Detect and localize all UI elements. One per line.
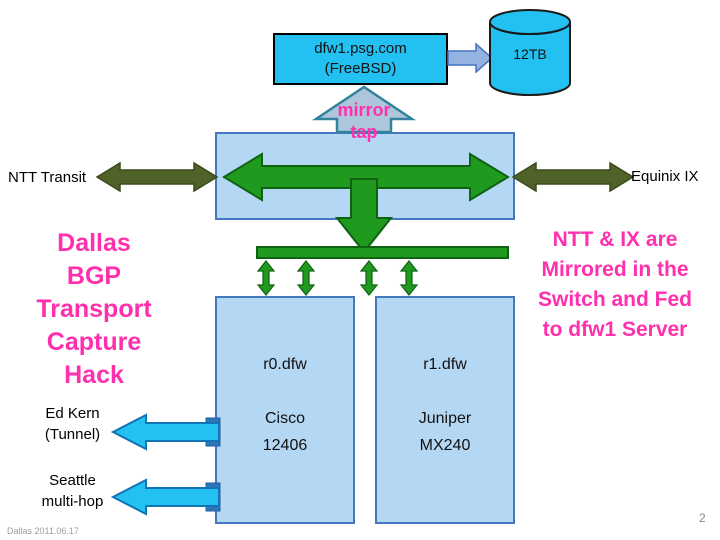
router-vendor: Juniper [418, 410, 472, 427]
page-number: 2 [699, 511, 706, 525]
mirror-tap-label: mirror tap [337, 100, 391, 142]
server-label: dfw1.psg.com (FreeBSD) [314, 40, 407, 77]
router-vendor: Cisco [264, 410, 305, 427]
ed-kern-arrow-icon [110, 413, 220, 451]
ntt-transit-arrow-icon [95, 161, 219, 193]
ed-kern-label: Ed Kern (Tunnel) [44, 405, 101, 443]
slide-footer: Dallas 2011.06.17 [7, 526, 79, 536]
storage-label: 12TB [513, 46, 547, 62]
seattle-label: Seattle multi-hop [41, 472, 104, 510]
ntt-transit-label: NTT Transit [8, 169, 87, 186]
seattle-arrow-icon [110, 478, 220, 516]
storage-cylinder-top-icon [489, 9, 571, 35]
annotation-note: NTT & IX are Mirrored in the Switch and … [537, 228, 692, 341]
router-node-r1: r1.dfw Juniper MX240 [375, 296, 515, 524]
uplink-arrow-2 [296, 260, 316, 296]
router-node-r0: r0.dfw Cisco 12406 [215, 296, 355, 524]
switch-node [215, 132, 515, 220]
uplink-arrow-1 [256, 260, 276, 296]
server-node: dfw1.psg.com (FreeBSD) [273, 33, 448, 85]
equinix-ix-arrow-icon [511, 161, 635, 193]
slide-title: Dallas BGP Transport Capture Hack [36, 229, 152, 389]
router-model: MX240 [419, 437, 471, 454]
router-name: r1.dfw [423, 356, 467, 373]
distribution-bar [256, 246, 509, 259]
router-name: r0.dfw [263, 356, 307, 373]
router-model: 12406 [262, 437, 308, 454]
server-storage-arrow-icon [447, 42, 494, 74]
uplink-arrow-3 [359, 260, 379, 296]
uplink-arrow-4 [399, 260, 419, 296]
equinix-ix-label: Equinix IX [631, 168, 699, 185]
